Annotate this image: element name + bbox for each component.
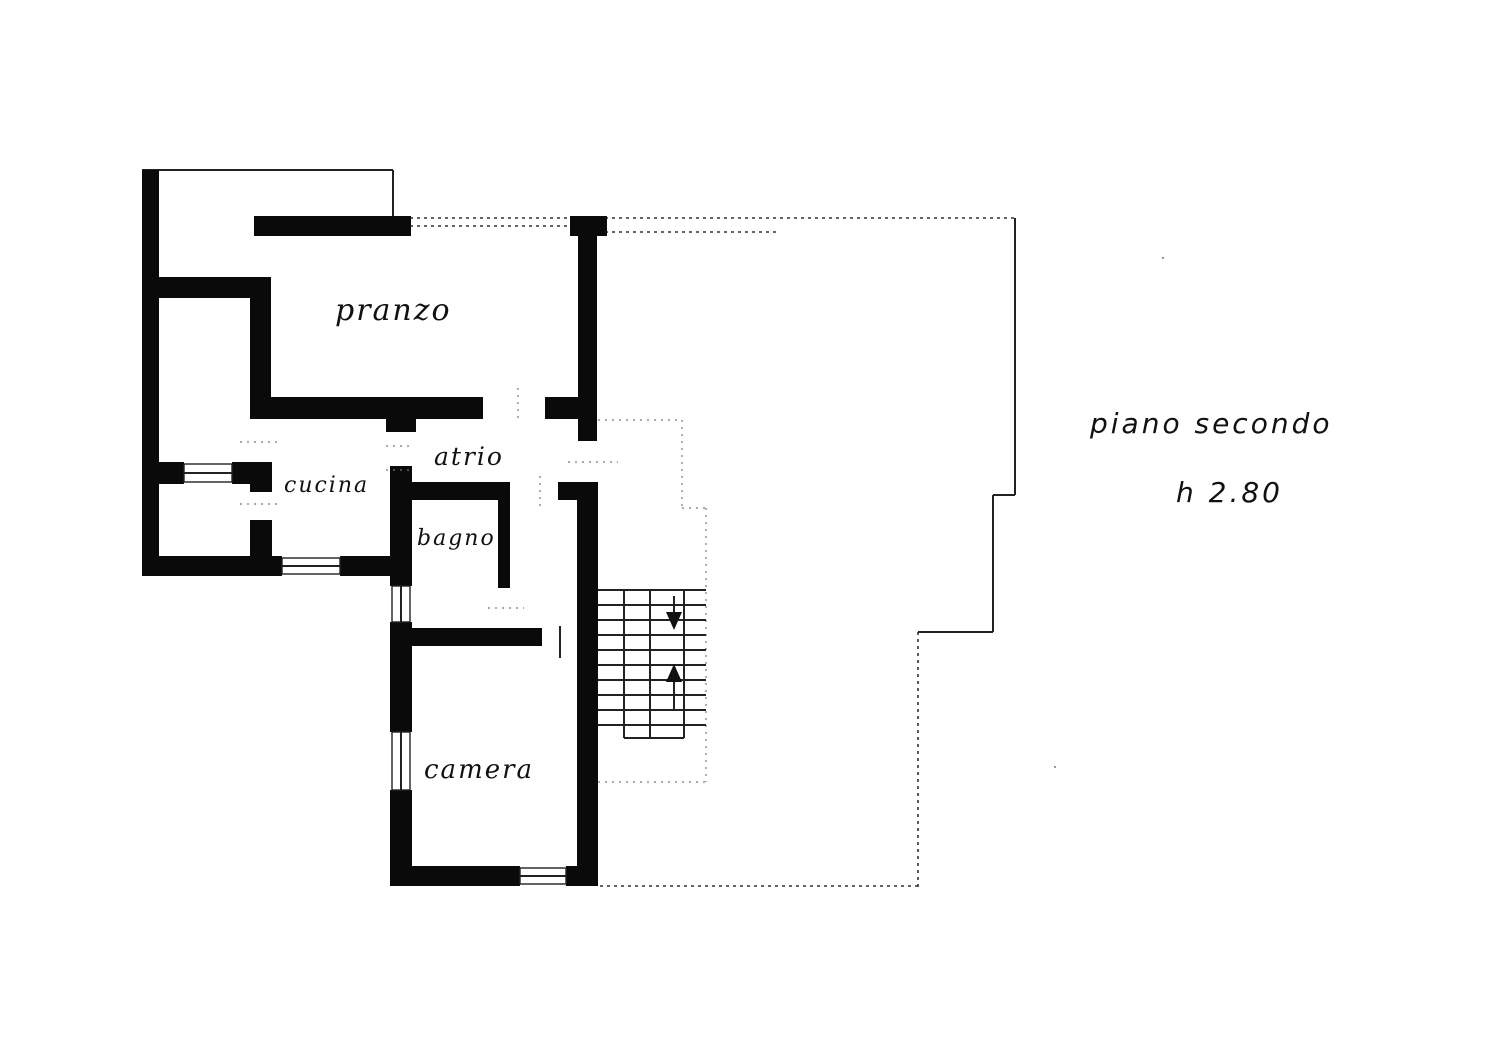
staircase [598, 589, 706, 739]
scan-speck [1054, 766, 1056, 768]
room-label-pranzo: pranzo [335, 293, 452, 328]
walls [142, 170, 607, 886]
down-arrow-icon [666, 612, 682, 630]
floor-height: h 2.80 [1176, 476, 1283, 509]
up-arrow-icon [666, 664, 682, 682]
room-label-camera: camera [424, 755, 534, 785]
floor-name: piano secondo [1089, 407, 1332, 440]
room-label-cucina: cucina [284, 473, 369, 498]
scan-speck [1162, 257, 1164, 259]
windows [183, 388, 618, 885]
room-label-bagno: bagno [417, 526, 496, 551]
room-label-atrio: atrio [434, 442, 504, 471]
